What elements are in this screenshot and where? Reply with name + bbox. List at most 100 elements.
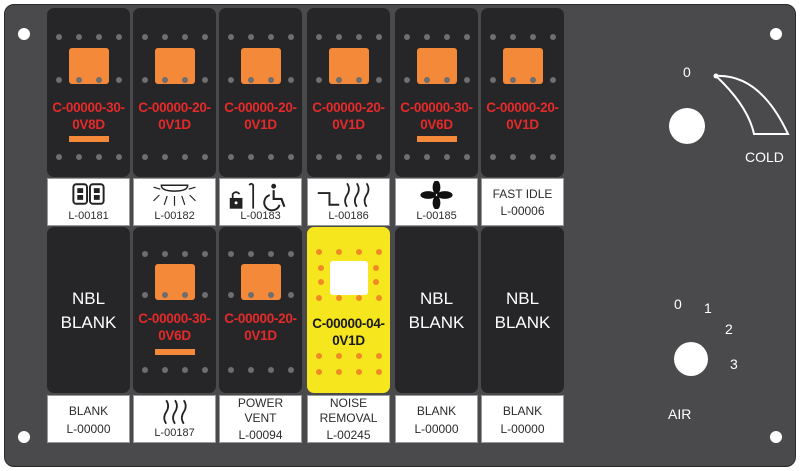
- switch-label-8: L-00187: [133, 395, 216, 443]
- temperature-knob[interactable]: [669, 108, 705, 144]
- switch-label-10: NOISE REMOVAL L-00245: [307, 395, 390, 443]
- switch-code: 0V6D: [158, 328, 191, 343]
- switch-code: 0V1D: [332, 333, 365, 348]
- switch-code: C-00000-20-: [312, 100, 385, 115]
- blank-text: NBL: [71, 289, 106, 308]
- air-position-3: 3: [730, 356, 738, 372]
- switch-1[interactable]: C-00000-30- 0V8D: [47, 8, 130, 177]
- switch-code: C-00000-20-: [486, 100, 559, 115]
- indicator-bar: [68, 136, 109, 142]
- air-position-2: 2: [725, 321, 733, 337]
- label-text: NOISE: [329, 396, 368, 410]
- indicator-bar: [154, 349, 195, 355]
- switch-code: C-00000-20-: [224, 100, 297, 115]
- switch-code: 0V1D: [244, 328, 277, 343]
- switch-11[interactable]: NBL BLANK: [395, 227, 478, 393]
- mounting-screw-icon: [18, 28, 30, 40]
- label-text: REMOVAL: [319, 411, 378, 425]
- switch-9[interactable]: C-00000-20- 0V1D: [219, 227, 302, 393]
- label-code: L-00187: [154, 427, 195, 439]
- label-text: BLANK: [68, 404, 109, 418]
- label-text: BLANK: [416, 404, 457, 418]
- blank-text: BLANK: [408, 313, 465, 332]
- label-code: L-00245: [326, 428, 371, 442]
- switch-label-6: FAST IDLE L-00006: [481, 178, 564, 226]
- heat-waves-icon: [163, 399, 187, 425]
- switch-12[interactable]: NBL BLANK: [481, 227, 564, 393]
- switch-label-11: BLANK L-00000: [395, 395, 478, 443]
- fan-icon: [420, 181, 453, 209]
- switch-8[interactable]: C-00000-30- 0V6D: [133, 227, 216, 393]
- label-code: L-00185: [416, 210, 457, 222]
- label-text: POWER: [237, 396, 284, 410]
- temperature-range-icon: [713, 73, 790, 135]
- mounting-screw-icon: [770, 431, 782, 443]
- label-code: L-00181: [68, 210, 109, 222]
- label-text: FAST IDLE: [492, 187, 553, 201]
- switch-4[interactable]: C-00000-20- 0V1D: [307, 8, 390, 177]
- step-heat-icon: [317, 182, 370, 208]
- air-position-1: 1: [704, 300, 712, 316]
- indicator-led: [329, 261, 368, 295]
- indicator-led: [240, 264, 281, 300]
- label-code: L-00186: [328, 210, 369, 222]
- switch-code: C-00000-20-: [224, 311, 297, 326]
- switch-code: 0V1D: [332, 117, 365, 132]
- switch-label-7: BLANK L-00000: [47, 395, 130, 443]
- indicator-bar: [416, 136, 457, 142]
- label-code: L-00000: [500, 422, 545, 436]
- indicator-led: [240, 48, 281, 84]
- indicator-led: [154, 264, 195, 300]
- label-text: BLANK: [502, 404, 543, 418]
- switch-code: 0V1D: [158, 117, 191, 132]
- switch-label-4: L-00186: [307, 178, 390, 226]
- switch-code: 0V6D: [420, 117, 453, 132]
- switch-10[interactable]: C-00000-04- 0V1D: [307, 227, 390, 393]
- blank-text: NBL: [505, 289, 540, 308]
- switch-label-9: POWER VENT L-00094: [219, 395, 302, 443]
- indicator-led: [68, 48, 109, 84]
- indicator-led: [154, 48, 195, 84]
- switch-label-1: L-00181: [47, 178, 130, 226]
- switch-code: C-00000-04-: [312, 316, 385, 331]
- switch-label-5: L-00185: [395, 178, 478, 226]
- cold-label: COLD: [745, 149, 784, 165]
- indicator-led: [502, 48, 543, 84]
- indicator-led: [416, 48, 457, 84]
- switch-label-3: L-00183: [219, 178, 302, 226]
- label-code: L-00000: [414, 422, 459, 436]
- air-position-0: 0: [674, 296, 682, 312]
- mounting-screw-icon: [18, 431, 30, 443]
- switch-5[interactable]: C-00000-30- 0V6D: [395, 8, 478, 177]
- label-code: L-00182: [154, 210, 195, 222]
- switch-code: C-00000-30-: [138, 311, 211, 326]
- switch-code: C-00000-20-: [138, 100, 211, 115]
- lock-wheelchair-icon: [229, 182, 286, 211]
- dome-light-icon: [153, 184, 196, 206]
- air-knob[interactable]: [674, 342, 708, 376]
- switch-7[interactable]: NBL BLANK: [47, 227, 130, 393]
- indicator-led: [328, 48, 369, 84]
- switch-code: 0V1D: [506, 117, 539, 132]
- temp-zero-label: 0: [683, 64, 691, 80]
- blank-text: NBL: [419, 289, 454, 308]
- mounting-screw-icon: [770, 28, 782, 40]
- switch-label-12: BLANK L-00000: [481, 395, 564, 443]
- switch-3[interactable]: C-00000-20- 0V1D: [219, 8, 302, 177]
- label-code: L-00094: [238, 428, 283, 442]
- dual-rectangles-icon: [72, 183, 105, 205]
- switch-6[interactable]: C-00000-20- 0V1D: [481, 8, 564, 177]
- switch-code: C-00000-30-: [400, 100, 473, 115]
- switch-label-2: L-00182: [133, 178, 216, 226]
- blank-text: BLANK: [494, 313, 551, 332]
- label-text: VENT: [244, 411, 277, 425]
- switch-code: C-00000-30-: [52, 100, 125, 115]
- label-code: L-00006: [500, 204, 545, 218]
- switch-code: 0V8D: [72, 117, 105, 132]
- air-label: AIR: [668, 406, 692, 422]
- switch-code: 0V1D: [244, 117, 277, 132]
- switch-2[interactable]: C-00000-20- 0V1D: [133, 8, 216, 177]
- label-code: L-00183: [240, 210, 281, 222]
- label-code: L-00000: [66, 422, 111, 436]
- blank-text: BLANK: [60, 313, 117, 332]
